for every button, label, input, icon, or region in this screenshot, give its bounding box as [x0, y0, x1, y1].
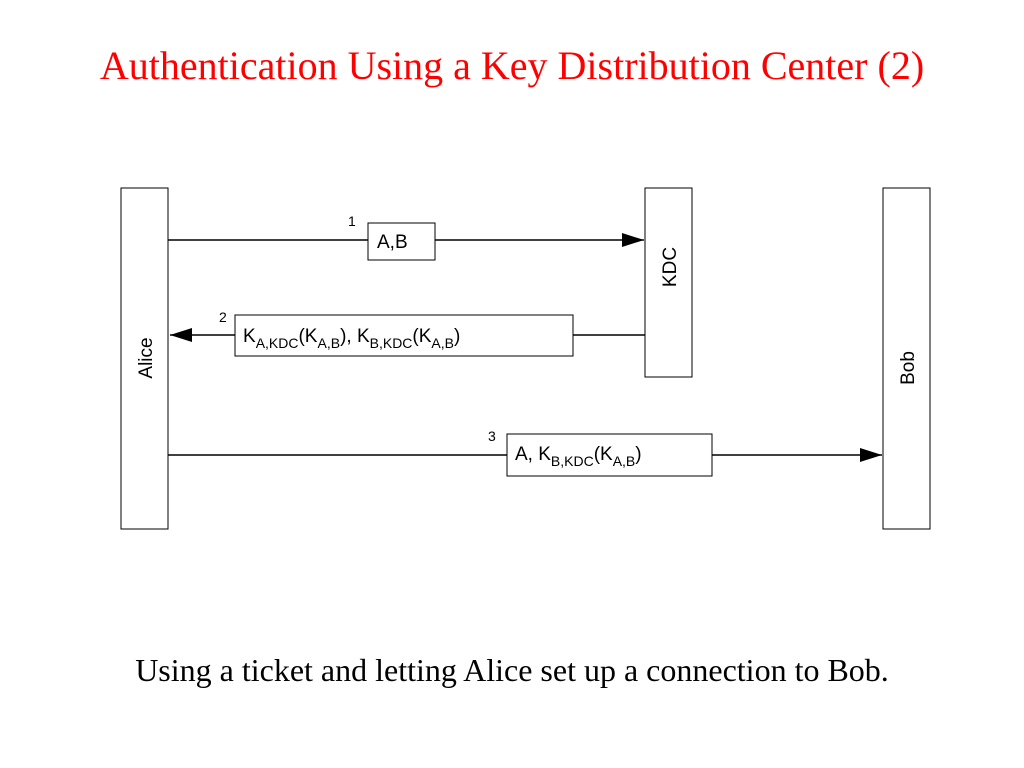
- alice-box: Alice: [120, 187, 169, 530]
- m3-lead: A, K: [515, 444, 551, 465]
- message-3-text: A, KB,KDC(KA,B): [515, 444, 642, 469]
- message-2-box: [234, 314, 574, 357]
- m2-open1: (K: [298, 326, 317, 347]
- m2-k2-sub: A,B: [317, 335, 340, 351]
- m3-open: (K: [594, 444, 613, 465]
- message-2-text: KA,KDC(KA,B), KB,KDC(KA,B): [243, 326, 460, 351]
- message-3-box: [506, 433, 713, 477]
- m3-k2-sub: A,B: [613, 453, 636, 469]
- message-1-text: A,B: [377, 232, 408, 253]
- m2-open2: (K: [412, 326, 431, 347]
- kdc-box: KDC: [644, 187, 693, 378]
- m3-close: ): [635, 444, 641, 465]
- m2-k3-sub: B,KDC: [370, 335, 413, 351]
- m2-close2: ): [454, 326, 460, 347]
- bob-box: Bob: [882, 187, 931, 530]
- m3-k1-sub: B,KDC: [551, 453, 594, 469]
- slide-caption: Using a ticket and letting Alice set up …: [135, 652, 889, 688]
- message-1-number: 1: [348, 213, 356, 229]
- message-2: 2 KA,KDC(KA,B), KB,KDC(KA,B): [170, 309, 645, 357]
- bob-label: Bob: [898, 351, 919, 385]
- message-3: 3 A, KB,KDC(KA,B): [168, 428, 882, 477]
- slide-title: Authentication Using a Key Distribution …: [99, 43, 925, 88]
- m2-close1: ), K: [340, 326, 370, 347]
- m2-k1: K: [243, 326, 256, 347]
- m2-k1-sub: A,KDC: [256, 335, 299, 351]
- message-1-box: [367, 222, 436, 261]
- message-2-number: 2: [219, 309, 227, 325]
- m2-k4-sub: A,B: [431, 335, 454, 351]
- alice-label: Alice: [136, 337, 157, 378]
- message-3-number: 3: [488, 428, 496, 444]
- message-1: 1 A,B: [168, 213, 644, 261]
- kdc-label: KDC: [660, 247, 681, 287]
